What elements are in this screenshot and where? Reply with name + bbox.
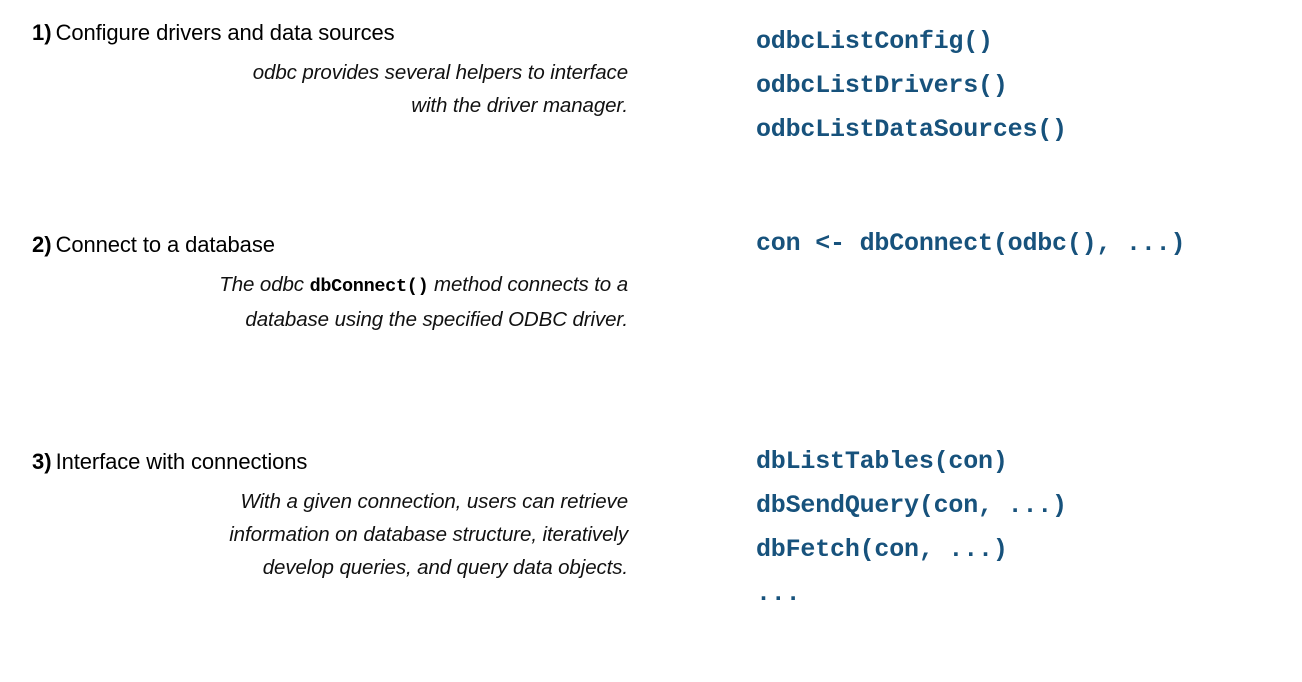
step-3-description-line-2: information on database structure, itera… — [229, 523, 628, 546]
steps-column: 1)Configure drivers and data sources odb… — [0, 0, 640, 682]
code-line: odbcListDataSources() — [756, 115, 1067, 144]
step-1-heading: 1)Configure drivers and data sources — [32, 18, 630, 48]
code-line: ... — [756, 579, 801, 608]
step-3-title: Interface with connections — [55, 449, 308, 474]
code-block-step-3: dbListTables(con) dbSendQuery(con, ...) … — [756, 440, 1067, 616]
step-2-title: Connect to a database — [55, 232, 275, 257]
step-2-number: 2) — [32, 232, 52, 257]
step-2-description: The odbc dbConnect() method connects to … — [0, 268, 630, 336]
code-line: dbSendQuery(con, ...) — [756, 491, 1067, 520]
step-3: 3)Interface with connections With a give… — [0, 447, 630, 584]
code-block-step-1: odbcListConfig() odbcListDrivers() odbcL… — [756, 20, 1067, 152]
code-line: odbcListConfig() — [756, 27, 993, 56]
step-3-heading: 3)Interface with connections — [32, 447, 630, 477]
step-1-number: 1) — [32, 20, 52, 45]
step-2: 2)Connect to a database The odbc dbConne… — [0, 230, 630, 336]
code-line: odbcListDrivers() — [756, 71, 1008, 100]
step-2-description-post: method connects to a — [428, 273, 628, 296]
step-1-description: odbc provides several helpers to interfa… — [0, 56, 630, 122]
code-block-step-2: con <- dbConnect(odbc(), ...) — [756, 222, 1185, 266]
step-3-description-line-1: With a given connection, users can retri… — [240, 490, 629, 513]
step-2-description-line-2: database using the specified ODBC driver… — [245, 308, 628, 331]
code-column: odbcListConfig() odbcListDrivers() odbcL… — [756, 0, 1302, 682]
step-3-description: With a given connection, users can retri… — [0, 485, 630, 584]
code-line: con <- dbConnect(odbc(), ...) — [756, 229, 1186, 258]
code-line: dbFetch(con, ...) — [756, 535, 1008, 564]
step-3-number: 3) — [32, 449, 52, 474]
step-1-title: Configure drivers and data sources — [55, 20, 395, 45]
step-2-description-inline-code: dbConnect() — [309, 276, 429, 297]
step-1-description-line-2: with the driver manager. — [411, 94, 628, 117]
step-1-description-line-1: odbc provides several helpers to interfa… — [252, 61, 628, 84]
step-2-heading: 2)Connect to a database — [32, 230, 630, 260]
step-2-description-pre: The odbc — [219, 273, 310, 296]
code-line: dbListTables(con) — [756, 447, 1008, 476]
step-1: 1)Configure drivers and data sources odb… — [0, 18, 630, 122]
step-3-description-line-3: develop queries, and query data objects. — [262, 556, 628, 579]
